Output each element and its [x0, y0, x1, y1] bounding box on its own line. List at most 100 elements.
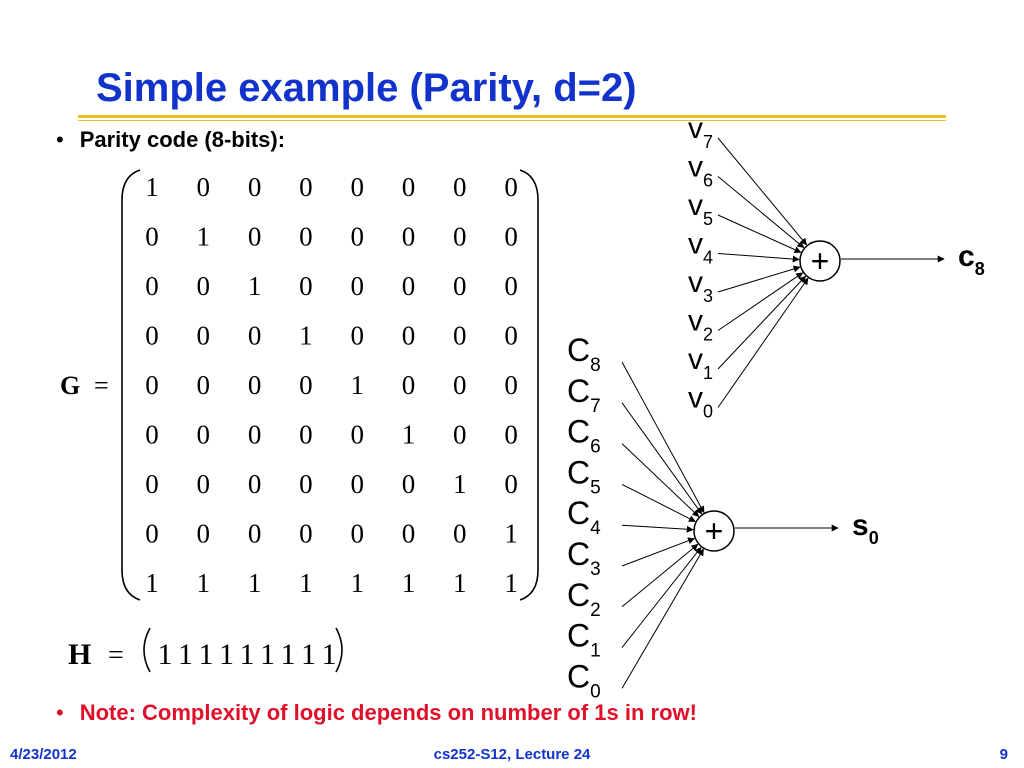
- encoder-input-arrow: [717, 137, 808, 246]
- matrix-g-cell: 0: [504, 271, 518, 301]
- matrix-g-cell: 0: [197, 420, 211, 450]
- matrix-g-cell: 0: [248, 370, 262, 400]
- matrix-h-cell: 1: [281, 638, 296, 671]
- matrix-h-right-paren: [335, 627, 343, 673]
- matrix-g-cell: 1: [504, 568, 518, 598]
- matrix-g-cells: 1 0 0 0 0 0 0 0 0 1 0 0 0 0 0 0 0 0 1 0 0 0 0 0 0 0 0 1 0 0 0 0 0 0 0 0 1 0 0 0…: [145, 172, 518, 598]
- matrix-h-label: H: [68, 638, 91, 671]
- matrix-h-cell: 1: [199, 638, 214, 671]
- matrix-g-cell: 0: [453, 420, 467, 450]
- checker-input-label: C1: [567, 618, 601, 662]
- checker-input-label: C7: [567, 373, 601, 417]
- bullet-dot: •: [56, 700, 64, 725]
- encoder-input-arrow: [717, 272, 804, 331]
- matrix-g-equals: =: [94, 371, 109, 400]
- encoder-input-label: v2: [688, 305, 713, 345]
- title-rule: [78, 115, 946, 118]
- checker-input-label: C8: [567, 332, 601, 376]
- matrix-g-cell: 0: [145, 321, 159, 351]
- matrix-g-cell: 0: [145, 271, 159, 301]
- matrix-g-cell: 0: [402, 469, 416, 499]
- matrix-g-cell: 1: [453, 469, 467, 499]
- checker-input-arrow: [621, 524, 694, 533]
- footer-date: 4/23/2012: [10, 746, 77, 763]
- matrix-g-cell: 0: [299, 420, 313, 450]
- matrix-g-cell: 0: [248, 519, 262, 549]
- matrix-h-left-paren: [143, 627, 151, 673]
- matrix-g-cell: 0: [402, 222, 416, 252]
- matrix-g-cell: 0: [299, 271, 313, 301]
- checker-input-arrow: [621, 361, 705, 514]
- checker-input-arrow: [621, 402, 703, 515]
- checker-input-label: C6: [567, 414, 601, 458]
- matrix-g-cell: 0: [350, 172, 364, 202]
- checker-input-arrow: [621, 537, 696, 567]
- encoder-gate-symbol: +: [811, 243, 830, 279]
- matrix-h-cell: 1: [219, 638, 234, 671]
- encoder-input-label: v4: [688, 228, 713, 268]
- encoder-input-arrow: [717, 253, 800, 263]
- matrix-h-cell: 1: [301, 638, 316, 671]
- matrix-g-cell: 1: [248, 568, 262, 598]
- matrix-g-cell: 1: [299, 568, 313, 598]
- note-bullet: •Note: Complexity of logic depends on nu…: [56, 700, 697, 726]
- matrix-g-cell: 0: [504, 222, 518, 252]
- encoder-output-label: c8: [958, 240, 985, 279]
- matrix-g-cell: 0: [402, 321, 416, 351]
- matrix-g-cell: 0: [350, 321, 364, 351]
- matrix-g-cell: 0: [145, 420, 159, 450]
- matrix-g-cell: 1: [197, 222, 211, 252]
- matrix-g-cell: 0: [350, 420, 364, 450]
- matrix-g-cell: 0: [504, 469, 518, 499]
- matrix-g-label: G: [60, 371, 80, 400]
- matrix-g-left-bracket: [121, 169, 141, 601]
- matrix-g-cell: 0: [248, 222, 262, 252]
- matrix-g-cell: 0: [145, 370, 159, 400]
- checker-input-arrow: [621, 548, 704, 689]
- checker-input-label: C3: [567, 536, 601, 580]
- matrix-h-cell: 1: [240, 638, 255, 671]
- checker-input-arrow: [621, 543, 699, 608]
- footer-page-number: 9: [999, 746, 1008, 763]
- matrix-g-cell: 0: [453, 271, 467, 301]
- checker-arrows: [621, 361, 705, 689]
- matrix-g-cell: 1: [350, 370, 364, 400]
- checker-input-label: C5: [567, 454, 601, 498]
- matrix-h-cell: 1: [158, 638, 173, 671]
- matrix-g-cell: 0: [197, 321, 211, 351]
- matrix-g-cell: 1: [145, 568, 159, 598]
- matrix-g-cell: 0: [299, 519, 313, 549]
- matrix-g-cell: 0: [197, 370, 211, 400]
- matrix-g-cell: 0: [402, 519, 416, 549]
- encoder-input-label: v7: [688, 112, 713, 152]
- matrix-g-cell: 0: [504, 420, 518, 450]
- checker-input-label: C4: [567, 495, 601, 539]
- matrix-g-cell: 0: [504, 321, 518, 351]
- checker-xor-gate: [693, 510, 735, 552]
- matrix-g-right-bracket: [519, 169, 539, 601]
- encoder-input-arrow: [717, 214, 802, 253]
- encoder-input-arrow: [717, 277, 809, 408]
- matrix-g-cell: 0: [350, 469, 364, 499]
- matrix-g-cell: 0: [299, 172, 313, 202]
- encoder-input-label: v3: [688, 266, 713, 306]
- matrix-g-cell: 0: [197, 519, 211, 549]
- matrix-g-cell: 0: [248, 172, 262, 202]
- matrix-g-cell: 0: [453, 519, 467, 549]
- matrix-g-cell: 0: [248, 420, 262, 450]
- matrix-g-cell: 0: [453, 222, 467, 252]
- matrix-g-cell: 0: [248, 321, 262, 351]
- matrix-g-cell: 1: [453, 568, 467, 598]
- matrix-g-cell: 0: [145, 519, 159, 549]
- matrix-g-cell: 1: [504, 519, 518, 549]
- matrix-g-cell: 0: [402, 370, 416, 400]
- encoder-input-arrow: [717, 275, 807, 370]
- matrix-g-cell: 0: [145, 469, 159, 499]
- matrix-g-cell: 0: [299, 469, 313, 499]
